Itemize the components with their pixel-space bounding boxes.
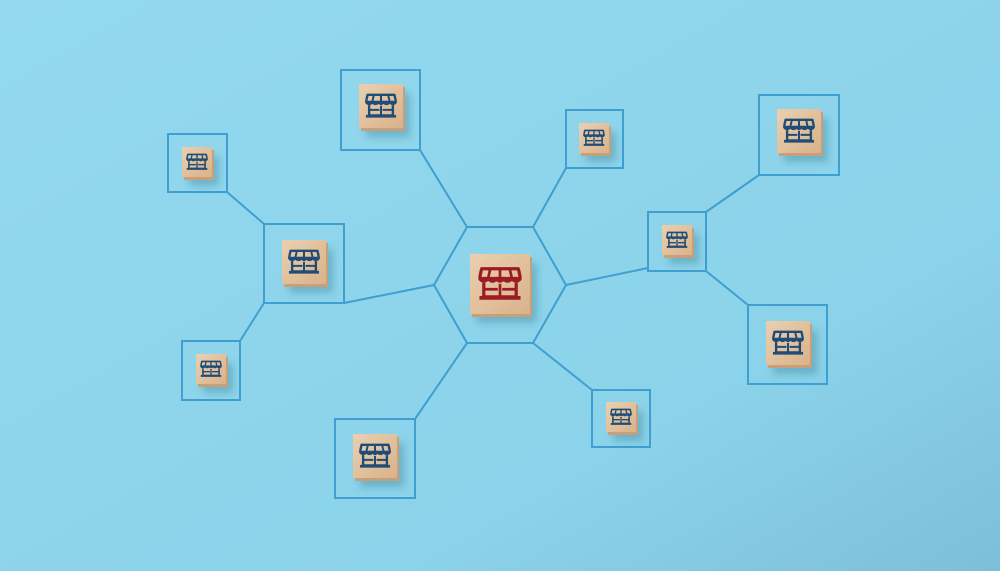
wooden-block-store-2 [182, 147, 214, 180]
wooden-block-store-6 [579, 123, 611, 156]
frame-store-9 [747, 304, 828, 385]
wooden-block-store-8 [662, 225, 694, 258]
wooden-block-hub [470, 254, 532, 317]
frame-store-3 [263, 223, 345, 304]
wooden-block-store-4 [196, 354, 228, 387]
wooden-block-store-10 [606, 402, 638, 435]
wooden-block-store-3 [282, 240, 328, 287]
store-blocks [182, 84, 823, 481]
frame-store-2 [167, 133, 228, 193]
frame-store-4 [181, 340, 241, 401]
connector-lines [226, 149, 760, 420]
frame-store-10 [591, 389, 651, 448]
frame-store-6 [565, 109, 624, 169]
frame-store-1 [340, 69, 421, 151]
frame-store-7 [758, 94, 840, 176]
wooden-block-store-9 [766, 321, 812, 368]
frame-store-8 [647, 211, 707, 272]
wooden-block-store-1 [359, 84, 405, 131]
frame-store-5 [334, 418, 416, 499]
wooden-block-store-5 [353, 434, 399, 481]
node-frames [167, 69, 840, 499]
wooden-block-store-7 [777, 109, 823, 156]
